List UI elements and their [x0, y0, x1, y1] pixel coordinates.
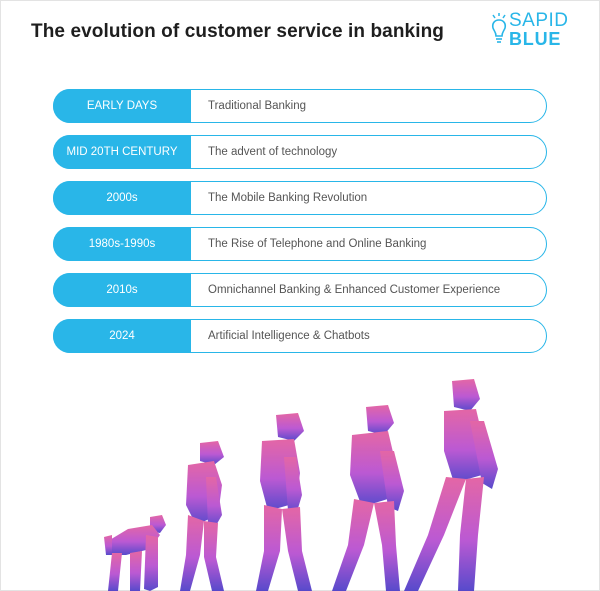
brand-logo: SAPID BLUE: [490, 10, 590, 50]
lightbulb-icon: [491, 13, 507, 43]
timeline-era-label: 2010s: [53, 273, 191, 307]
logo-text-sapid: SAPID: [509, 10, 569, 31]
timeline-row-2010s: 2010s Omnichannel Banking & Enhanced Cus…: [53, 273, 547, 307]
evolution-figure-ape: [104, 515, 166, 591]
timeline-list: EARLY DAYS Traditional Banking MID 20TH …: [53, 89, 547, 365]
evolution-figure-homo-erectus: [256, 413, 312, 591]
timeline-description: The Rise of Telephone and Online Banking: [208, 238, 427, 250]
timeline-row-mid-20th-century: MID 20TH CENTURY The advent of technolog…: [53, 135, 547, 169]
timeline-description: Artificial Intelligence & Chatbots: [208, 330, 370, 342]
evolution-figure-modern-human: [404, 379, 498, 591]
timeline-era-label: 2000s: [53, 181, 191, 215]
logo-text-blue: BLUE: [509, 29, 562, 49]
timeline-era-label: 1980s-1990s: [53, 227, 191, 261]
evolution-figure-neanderthal: [332, 405, 404, 591]
timeline-description: The Mobile Banking Revolution: [208, 192, 368, 204]
timeline-row-2024: 2024 Artificial Intelligence & Chatbots: [53, 319, 547, 353]
timeline-description: The advent of technology: [208, 146, 338, 158]
page-title: The evolution of customer service in ban…: [31, 21, 444, 42]
timeline-era-label: 2024: [53, 319, 191, 353]
evolution-figure-early-hominid: [180, 441, 224, 591]
timeline-era-label: EARLY DAYS: [53, 89, 191, 123]
timeline-era-label: MID 20TH CENTURY: [53, 135, 191, 169]
timeline-row-early-days: EARLY DAYS Traditional Banking: [53, 89, 547, 123]
timeline-row-2000s: 2000s The Mobile Banking Revolution: [53, 181, 547, 215]
timeline-description: Omnichannel Banking & Enhanced Customer …: [208, 284, 501, 296]
evolution-illustration: [104, 379, 498, 591]
timeline-description: Traditional Banking: [208, 100, 307, 112]
timeline-row-1980s-1990s: 1980s-1990s The Rise of Telephone and On…: [53, 227, 547, 261]
